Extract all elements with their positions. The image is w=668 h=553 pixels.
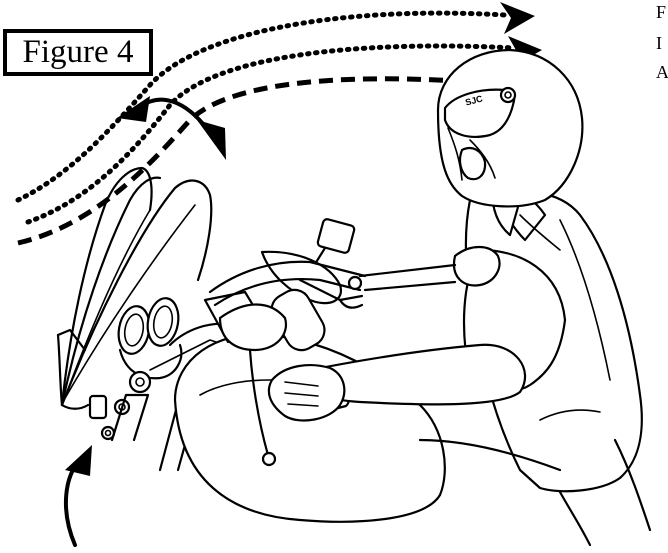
helmet-brand-text: SJC [464, 93, 484, 107]
airflow-scoop-arrow [63, 445, 92, 547]
margin-text-line-3: A [656, 62, 668, 82]
figure-label: Figure 4 [3, 29, 153, 76]
rider [267, 186, 652, 547]
windshield [56, 166, 213, 410]
margin-text-line-2: I [656, 33, 662, 53]
airflow-line-bottom [17, 76, 521, 246]
margin-text-line-1: F [656, 2, 667, 22]
airflow-arrowhead-top [500, 2, 535, 34]
instrument-pods [88, 297, 183, 441]
adjust-arrow [117, 96, 226, 160]
visor-pivot [499, 86, 517, 104]
mirror [316, 218, 356, 254]
helmet-visor [443, 88, 517, 138]
handlebar-assembly [203, 218, 367, 467]
airflow-line-middle [25, 43, 518, 225]
helmet: SJC [436, 48, 584, 208]
airflow-line-top [15, 10, 508, 203]
